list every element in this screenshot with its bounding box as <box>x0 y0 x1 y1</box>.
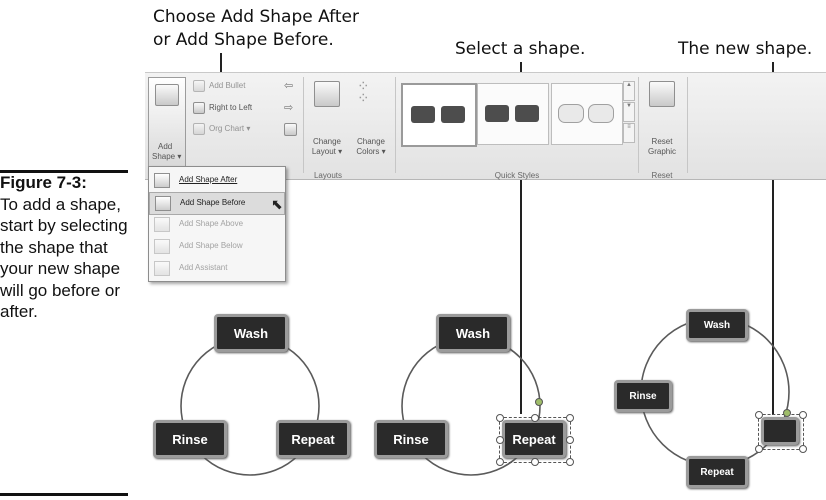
leader-line-new <box>772 62 774 415</box>
right-to-left-icon <box>193 102 205 114</box>
add-shape-label-line1: Add <box>158 142 173 151</box>
add-shape-button[interactable]: Add Shape ▾ <box>148 77 186 173</box>
selection-handle[interactable] <box>566 436 574 444</box>
change-colors-button[interactable]: ⁘⁘ Change Colors ▾ <box>351 79 391 159</box>
add-bullet-button[interactable]: Add Bullet <box>191 79 277 93</box>
change-layout-button[interactable]: Change Layout ▾ <box>308 79 346 159</box>
diagram-2-shape-wash[interactable]: Wash <box>436 314 510 352</box>
diagram-2-shape-repeat-selected[interactable]: Repeat <box>502 420 566 458</box>
selection-handle[interactable] <box>755 411 763 419</box>
selection-handle[interactable] <box>496 436 504 444</box>
menu-item-label: Add Shape Before <box>180 198 246 207</box>
menu-item-label: Add Assistant <box>179 263 228 272</box>
org-chart-button[interactable]: Org Chart ▾ <box>191 122 277 136</box>
change-colors-icon: ⁘⁘ <box>357 78 370 107</box>
callout-choose-line2: or Add Shape Before. <box>153 30 334 50</box>
menu-item-add-shape-above[interactable]: Add Shape Above <box>149 214 285 235</box>
diagram-3-new-shape[interactable] <box>761 417 799 445</box>
selection-handle[interactable] <box>566 414 574 422</box>
smartart-ribbon: Add Shape ▾ Add Bullet Right to Left Org… <box>145 72 826 180</box>
diagram-3-shape-wash[interactable]: Wash <box>686 309 748 341</box>
quick-styles-more-button[interactable]: ≡ <box>623 123 635 143</box>
callout-choose-line1: Choose Add Shape After <box>153 7 359 27</box>
ribbon-separator-2 <box>395 77 396 173</box>
quick-style-3-shape-a <box>558 104 584 123</box>
add-shape-label-line2: Shape ▾ <box>152 152 182 161</box>
quick-style-2-shape-b <box>515 105 539 122</box>
callout-select-shape: Select a shape. <box>455 39 586 59</box>
promote-arrow-icon[interactable]: ⇦ <box>284 80 294 92</box>
quick-style-option-3[interactable] <box>551 83 623 145</box>
figure-top-rule <box>0 170 128 173</box>
menu-item-add-shape-before[interactable]: Add Shape Before <box>149 192 285 215</box>
menu-item-add-shape-below[interactable]: Add Shape Below <box>149 236 285 257</box>
leader-line-select <box>520 62 522 414</box>
diagram-3-shape-repeat[interactable]: Repeat <box>686 456 748 488</box>
callout-new-shape: The new shape. <box>678 39 813 59</box>
org-chart-icon <box>193 123 205 135</box>
rotation-handle[interactable] <box>535 398 543 406</box>
reset-graphic-button[interactable]: Reset Graphic <box>643 79 681 159</box>
selection-handle[interactable] <box>799 411 807 419</box>
mouse-pointer-icon: ⬉ <box>271 196 283 212</box>
add-bullet-icon <box>193 80 205 92</box>
add-shape-after-icon <box>154 173 170 188</box>
ribbon-separator-4 <box>687 77 688 173</box>
quick-styles-scroll-down-button[interactable]: ▼ <box>623 102 635 122</box>
diagram-3-shape-rinse[interactable]: Rinse <box>614 380 672 412</box>
figure-caption-text: To add a shape, start by selecting the s… <box>0 194 128 322</box>
reset-graphic-icon <box>649 81 675 107</box>
quick-style-1-shape-b <box>441 106 465 123</box>
add-shape-below-icon <box>154 239 170 254</box>
right-to-left-label: Right to Left <box>209 103 253 112</box>
menu-item-label: Add Shape Below <box>179 241 243 250</box>
diagram-1-shape-rinse[interactable]: Rinse <box>153 420 227 458</box>
add-shape-icon <box>155 84 179 106</box>
menu-item-label: Add Shape Above <box>179 219 244 228</box>
quick-style-2-shape-a <box>485 105 509 122</box>
diagram-1-shape-wash[interactable]: Wash <box>214 314 288 352</box>
quick-style-option-2[interactable] <box>477 83 549 145</box>
menu-item-add-shape-after[interactable]: Add Shape After <box>149 170 285 191</box>
change-layout-icon <box>314 81 340 107</box>
quick-styles-scroll-up-button[interactable]: ▲ <box>623 81 635 101</box>
change-colors-label: Change Colors ▾ <box>356 137 386 156</box>
add-assistant-icon <box>154 261 170 276</box>
ribbon-separator-1 <box>303 77 304 173</box>
quick-styles-group-label: Quick Styles <box>494 171 540 180</box>
add-bullet-label: Add Bullet <box>209 81 246 90</box>
ribbon-separator-3 <box>638 77 639 173</box>
right-to-left-button[interactable]: Right to Left <box>191 101 277 115</box>
text-pane-icon[interactable] <box>284 123 297 136</box>
new-shape-outline <box>758 414 804 450</box>
selection-handle[interactable] <box>799 445 807 453</box>
menu-item-label: Add Shape After <box>179 175 238 184</box>
menu-item-add-assistant[interactable]: Add Assistant <box>149 258 285 279</box>
quick-style-3-shape-b <box>588 104 614 123</box>
demote-arrow-icon[interactable]: ⇨ <box>284 102 294 114</box>
selection-handle[interactable] <box>496 414 504 422</box>
reset-graphic-label: Reset Graphic <box>647 137 676 156</box>
figure-number: Figure 7-3: <box>0 173 87 192</box>
org-chart-label: Org Chart ▾ <box>209 124 251 133</box>
selection-handle[interactable] <box>496 458 504 466</box>
diagram-2-shape-rinse[interactable]: Rinse <box>374 420 448 458</box>
diagram-1-shape-repeat[interactable]: Repeat <box>276 420 350 458</box>
reset-group-label: Reset <box>651 171 673 180</box>
layouts-group-label: Layouts <box>313 171 343 180</box>
selection-handle[interactable] <box>531 414 539 422</box>
selection-handle[interactable] <box>531 458 539 466</box>
selection-handle[interactable] <box>755 445 763 453</box>
rotation-handle[interactable] <box>783 409 791 417</box>
add-shape-dropdown-menu: Add Shape After Add Shape Before Add Sha… <box>148 166 286 282</box>
selection-handle[interactable] <box>566 458 574 466</box>
figure-bottom-rule <box>0 493 128 496</box>
add-shape-above-icon <box>154 217 170 232</box>
add-shape-before-icon <box>155 196 171 211</box>
quick-style-option-1[interactable] <box>401 83 477 147</box>
change-layout-label: Change Layout ▾ <box>311 137 343 156</box>
figure-caption: Figure 7-3: To add a shape, start by sel… <box>0 172 130 323</box>
quick-style-1-shape-a <box>411 106 435 123</box>
